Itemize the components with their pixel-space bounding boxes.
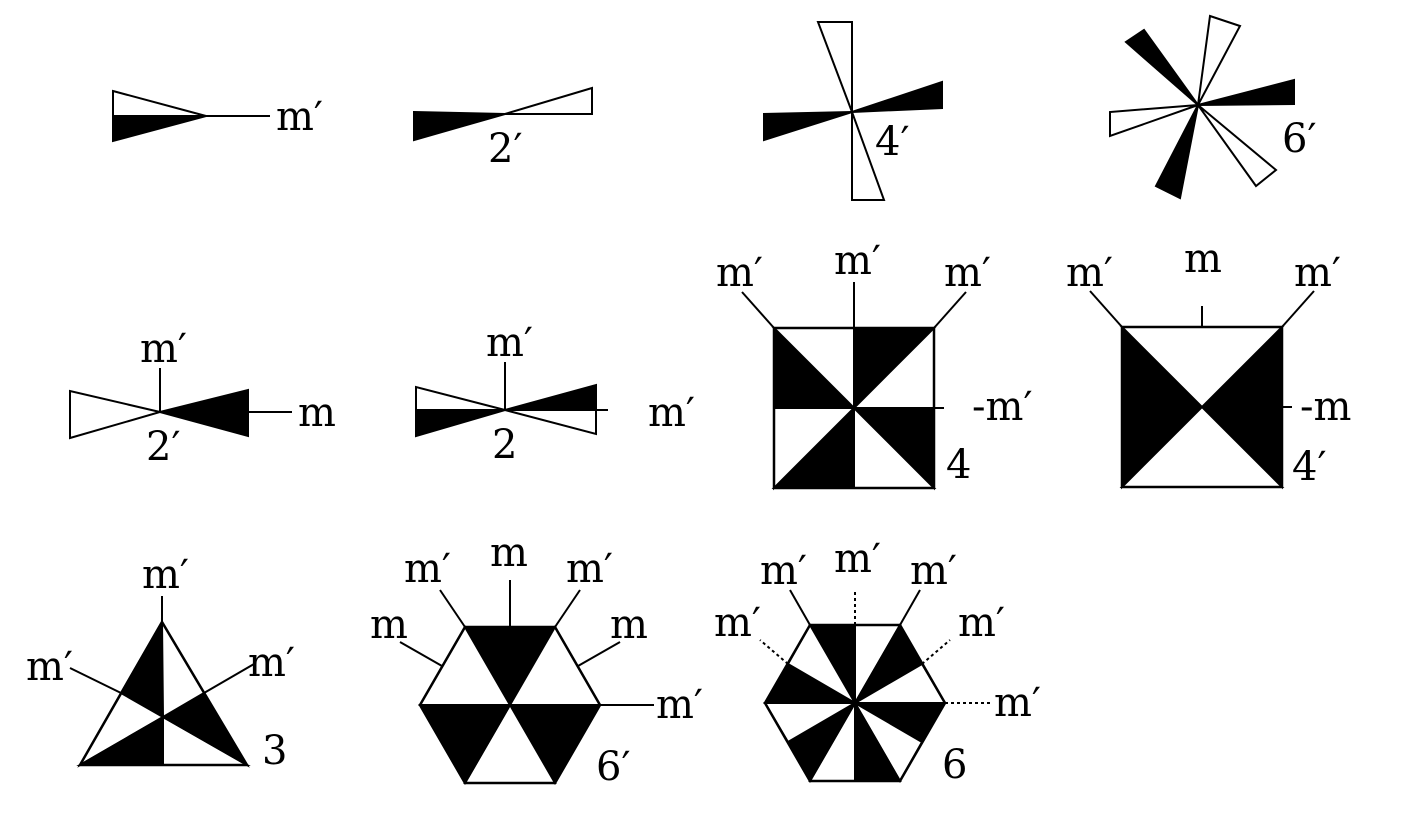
label-top-left: m′ xyxy=(404,546,451,592)
label-center: 4′ xyxy=(1292,444,1327,490)
label-top: m xyxy=(1184,236,1222,282)
fig-6-hexagon: m′ m′ m′ m′ m′ m′ 6 xyxy=(714,536,1041,788)
fig-m-prime: m′ xyxy=(112,89,323,143)
fig-4-square: m′ m′ m′ -m′ 4 xyxy=(716,238,1033,491)
fig-2-with-mirrors: m′ m′ 2 xyxy=(415,320,695,468)
label-right: m xyxy=(298,390,336,436)
fig-4-prime: 4′ xyxy=(763,21,943,201)
label-top: m′ xyxy=(140,326,187,372)
label-top: m′ xyxy=(834,536,881,582)
label-far-left: m xyxy=(370,602,408,648)
label-left: m′ xyxy=(26,644,73,690)
label-top-left: m′ xyxy=(760,548,807,594)
label-far-right: m xyxy=(610,602,648,648)
label-4-prime: 4′ xyxy=(875,119,910,165)
label-top-right: m′ xyxy=(1294,250,1341,296)
label-2-prime: 2′ xyxy=(488,126,523,172)
label-right: m′ xyxy=(648,390,695,436)
label-top: m xyxy=(490,530,528,576)
label-top-right: m′ xyxy=(910,548,957,594)
label-center: 4 xyxy=(946,442,971,488)
label-right: m′ xyxy=(656,682,703,728)
label-mid-right: m′ xyxy=(958,600,1005,646)
fig-6-prime: 6′ xyxy=(1109,14,1317,200)
label-m-prime: m′ xyxy=(276,94,323,140)
fig-2-prime-with-mirrors: m′ m 2′ xyxy=(69,326,336,470)
label-top-left: m′ xyxy=(1066,250,1113,296)
label-top-right: m′ xyxy=(944,250,991,296)
label-right: -m xyxy=(1300,384,1351,430)
label-top-right: m′ xyxy=(566,546,613,592)
label-top-left: m′ xyxy=(716,250,763,296)
label-right: -m′ xyxy=(972,384,1033,430)
fig-2-prime: 2′ xyxy=(413,86,593,172)
label-center: 2′ xyxy=(146,424,181,470)
label-top: m′ xyxy=(486,320,533,366)
label-right: m′ xyxy=(994,680,1041,726)
label-center: 6′ xyxy=(596,744,631,790)
label-center: 2 xyxy=(492,422,517,468)
fig-6-prime-hexagon: m m′ m m′ m m′ 6′ xyxy=(370,530,703,790)
label-6-prime: 6′ xyxy=(1282,116,1317,162)
fig-4-prime-square: m′ m m′ -m 4′ xyxy=(1066,236,1351,490)
label-top: m′ xyxy=(834,238,881,284)
label-right: m′ xyxy=(248,640,295,686)
fig-3-triangle: m′ m′ m′ 3 xyxy=(26,552,295,774)
label-center: 6 xyxy=(942,742,967,788)
label-left: m′ xyxy=(714,600,761,646)
label-top: m′ xyxy=(142,552,189,598)
label-center: 3 xyxy=(262,728,287,774)
